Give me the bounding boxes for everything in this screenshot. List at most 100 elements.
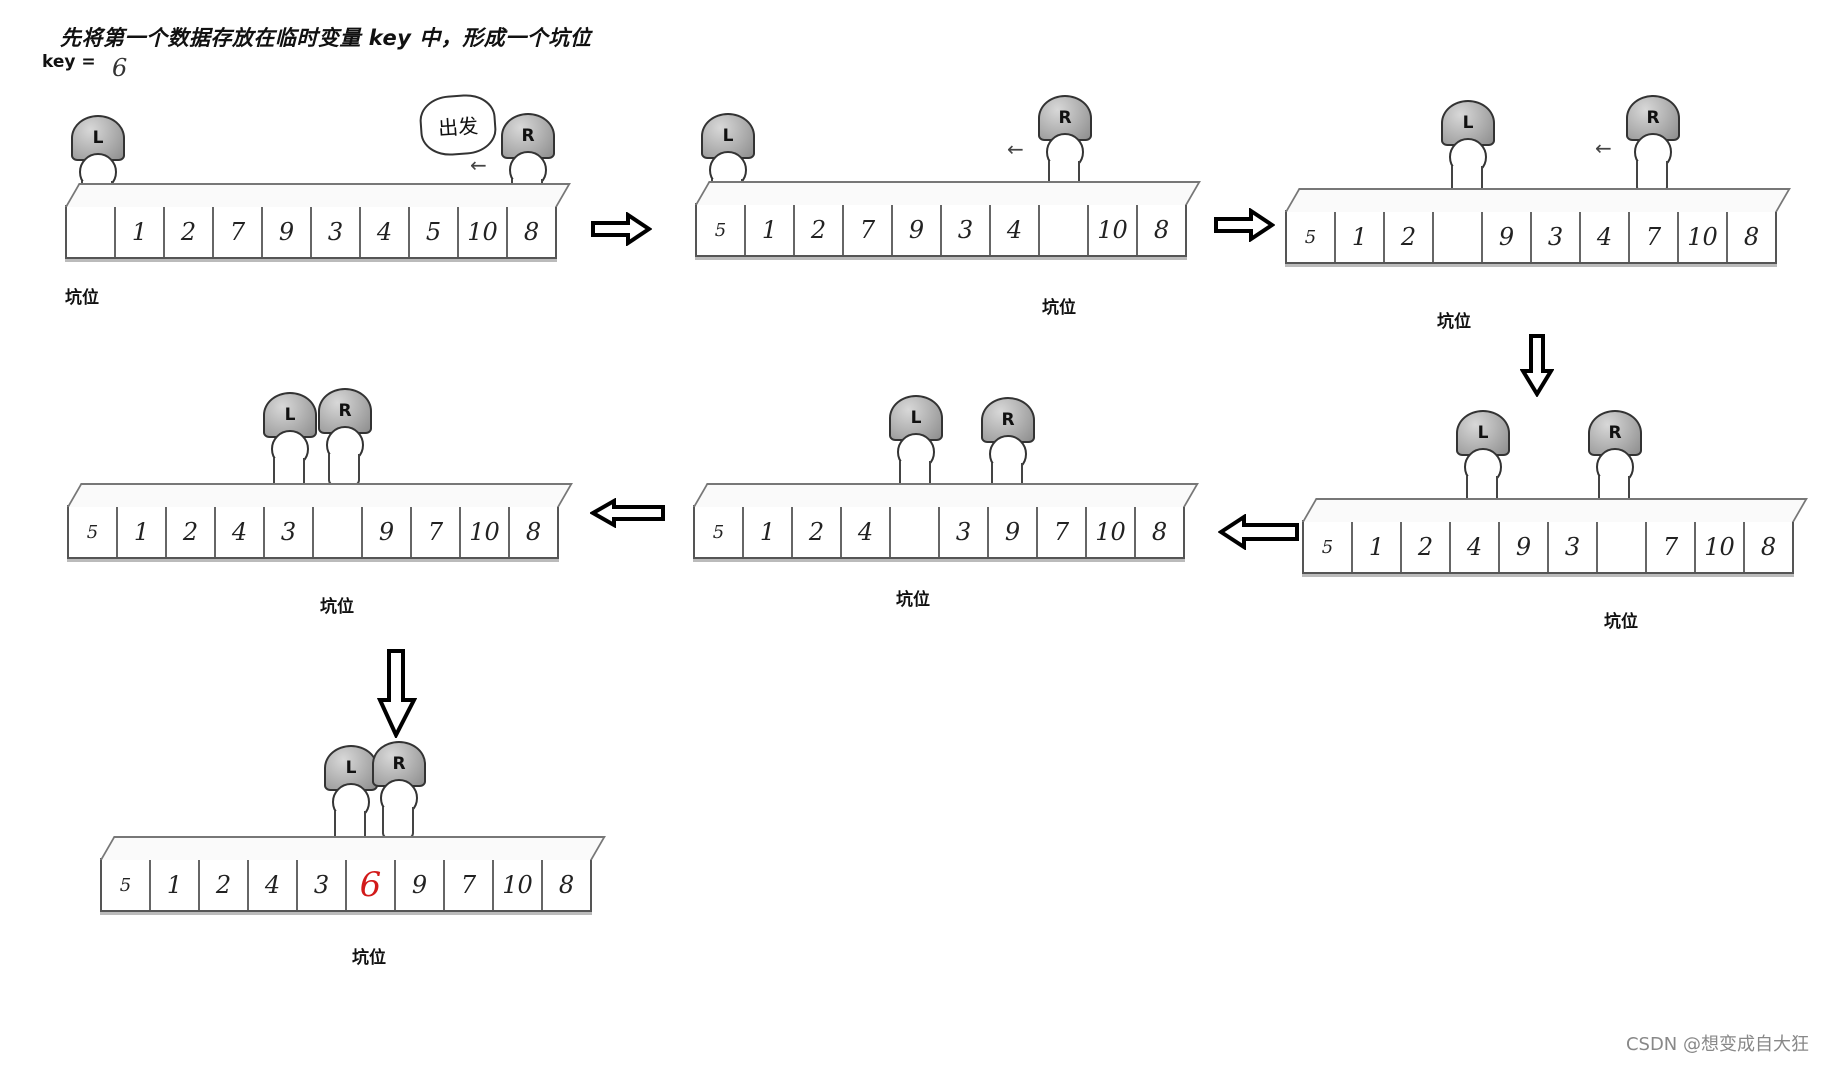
left-arrow-icon [1218, 514, 1299, 550]
left-arrow-icon: ← [1595, 136, 1612, 160]
array-cell: 4 [361, 207, 410, 257]
array-cell: 3 [1532, 212, 1581, 262]
pointer-right-character: R [366, 741, 426, 839]
array-cell: 7 [844, 205, 893, 255]
array-row: 5 1 2 4 3 9 7 10 8 [67, 505, 559, 559]
array-cell: 9 [989, 507, 1038, 557]
array-cell: 3 [298, 860, 347, 910]
key-value: 6 [112, 54, 128, 82]
array-cell: 10 [1087, 507, 1136, 557]
pit-label: 坑位 [1604, 612, 1638, 632]
array-row: 5 1 2 9 3 4 7 10 8 [1285, 210, 1777, 264]
array-cell: 1 [151, 860, 200, 910]
array-cell: 3 [940, 507, 989, 557]
array-cell: 10 [494, 860, 543, 910]
pointer-left-character: L [1435, 100, 1495, 198]
body [382, 807, 414, 839]
array-cell: 10 [1089, 205, 1138, 255]
array-cell: 1 [744, 507, 793, 557]
array-cell: 4 [249, 860, 298, 910]
array-cell: 5 [69, 507, 118, 557]
pit-label: 坑位 [1437, 312, 1471, 332]
pointer-left-character: L [1450, 410, 1510, 508]
pointer-right-character: R [312, 388, 372, 486]
step-3: L ← R 5 1 2 9 3 4 7 10 8 坑位 [1285, 95, 1785, 335]
array-cell: 7 [1630, 212, 1679, 262]
start-bubble: 出发 [417, 92, 499, 158]
array-row: 5 1 2 4 9 3 7 10 8 [1302, 520, 1794, 574]
array-cell: 8 [1728, 212, 1775, 262]
key-line: key = 6 [42, 52, 127, 82]
step-4: L R 5 1 2 4 9 3 7 10 8 坑位 [1302, 410, 1802, 635]
array-cell: 2 [1402, 522, 1451, 572]
step-7: L R 5 1 2 4 3 6 9 7 10 8 坑位 [100, 741, 600, 970]
array-cell: 8 [1136, 507, 1183, 557]
array-cell: 1 [118, 507, 167, 557]
pit-label: 坑位 [65, 288, 99, 308]
array-cell: 1 [746, 205, 795, 255]
array-cell: 1 [116, 207, 165, 257]
key-label: key = [42, 52, 96, 72]
body [328, 454, 360, 486]
array-cell: 4 [842, 507, 891, 557]
diagram-title: 先将第一个数据存放在临时变量 key 中，形成一个坑位 [60, 26, 592, 50]
array-cell: 3 [1549, 522, 1598, 572]
array-cell: 5 [1304, 522, 1353, 572]
array-cell: 7 [214, 207, 263, 257]
array-cell: 2 [795, 205, 844, 255]
right-arrow-icon [1214, 208, 1275, 242]
array-cell: 7 [1647, 522, 1696, 572]
array-cell: 8 [508, 207, 555, 257]
array-cell: 2 [167, 507, 216, 557]
array-cell: 9 [1500, 522, 1549, 572]
left-arrow-icon: ← [470, 153, 487, 177]
array-cell: 8 [1745, 522, 1792, 572]
step-5: L R 5 1 2 4 3 9 7 10 8 坑位 [693, 395, 1193, 610]
array-cell: 4 [1451, 522, 1500, 572]
array-cell: 3 [265, 507, 314, 557]
array-cell: 2 [1385, 212, 1434, 262]
array-cell: 9 [396, 860, 445, 910]
array-row: 5 1 2 4 3 9 7 10 8 [693, 505, 1185, 559]
array-cell [67, 207, 116, 257]
array-cell [314, 507, 363, 557]
array-cell: 7 [1038, 507, 1087, 557]
step-2: L ← R 5 1 2 7 9 3 4 10 8 坑位 [695, 95, 1195, 320]
left-arrow-icon [590, 498, 665, 528]
pointer-right-character: R [1620, 95, 1680, 193]
array-cell: 3 [942, 205, 991, 255]
array-cell: 1 [1353, 522, 1402, 572]
pit-label: 坑位 [896, 590, 930, 610]
pointer-right-character: R [975, 397, 1035, 495]
pointer-left-character: L [257, 392, 317, 490]
step-6: L R 5 1 2 4 3 9 7 10 8 坑位 [67, 388, 567, 617]
array-row: 5 1 2 7 9 3 4 10 8 [695, 203, 1187, 257]
pointer-right-character: R [1032, 95, 1092, 193]
array-cell: 5 [695, 507, 744, 557]
array-cell: 7 [445, 860, 494, 910]
pointer-left-character: L [883, 395, 943, 493]
array-cell: 9 [1483, 212, 1532, 262]
array-row: 5 1 2 4 3 6 9 7 10 8 [100, 858, 592, 912]
array-cell: 2 [793, 507, 842, 557]
down-arrow-icon [377, 649, 417, 738]
array-cell: 8 [543, 860, 590, 910]
array-cell-key-placed: 6 [347, 860, 396, 910]
array-cell: 5 [410, 207, 459, 257]
array-cell [1040, 205, 1089, 255]
pit-label: 坑位 [320, 597, 354, 617]
array-cell [1598, 522, 1647, 572]
array-cell: 5 [1287, 212, 1336, 262]
array-cell [891, 507, 940, 557]
down-arrow-icon [1520, 334, 1554, 397]
array-cell: 5 [697, 205, 746, 255]
pit-label: 坑位 [352, 948, 386, 968]
watermark: CSDN @想变成自大狂 [1625, 1034, 1809, 1055]
step-1: L 出发 ← R 1 2 7 9 3 4 5 10 8 坑位 [65, 92, 565, 310]
array-cell: 1 [1336, 212, 1385, 262]
array-cell: 10 [461, 507, 510, 557]
array-cell: 3 [312, 207, 361, 257]
array-row: 1 2 7 9 3 4 5 10 8 [65, 205, 557, 259]
array-cell: 10 [1696, 522, 1745, 572]
helmet-r: R [372, 741, 426, 787]
